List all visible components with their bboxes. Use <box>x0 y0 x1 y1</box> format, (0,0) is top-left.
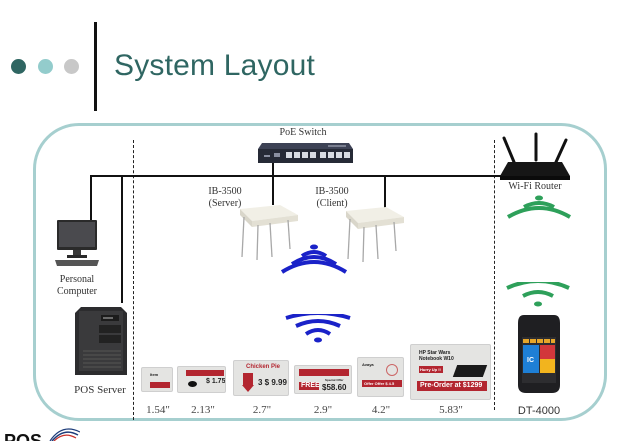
esl-tag-5-83: HP Star Wars Notebook W10 Hurry Up !! Pr… <box>410 344 491 400</box>
esl-2-9-special: Special Offer <box>325 378 344 382</box>
esl-5-83-preorder: Pre-Order at $1299 <box>420 382 483 389</box>
esl-size-4-2: 4.2" <box>371 404 391 416</box>
svg-text:IC: IC <box>527 357 534 364</box>
bullet-dot-2 <box>38 59 53 74</box>
diagram-frame <box>33 123 607 421</box>
wifi-router-icon <box>500 132 570 182</box>
pos-server-label: POS Server <box>74 384 126 396</box>
poe-switch-label: PoE Switch <box>279 127 327 138</box>
esl-5-83-badge: Hurry Up !! <box>420 367 441 372</box>
esl-tag-2-7: Chicken Pie 3 $ 9.99 <box>233 360 289 396</box>
esl-tag-4-2: Avaya Offer Offer $ 4.5 <box>357 357 404 397</box>
personal-computer-label: Personal Computer <box>42 274 112 298</box>
company-logo-icon: POS <box>0 425 80 441</box>
esl-5-83-product-line2: Notebook W10 <box>419 356 454 362</box>
page-title: System Layout <box>114 49 316 82</box>
wire-ap-server <box>272 163 274 205</box>
esl-size-5-83: 5.83" <box>439 404 463 416</box>
esl-size-2-13: 2.13" <box>191 404 215 416</box>
esl-2-7-price: 3 $ 9.99 <box>258 378 287 387</box>
personal-computer-label-line1: Personal <box>59 274 95 285</box>
esl-size-2-9: 2.9" <box>313 404 333 416</box>
esl-tag-2-9: FREE Special Offer $58.60 <box>294 365 352 394</box>
ap-server-role: (Server) <box>208 198 242 209</box>
desktop-computer-icon <box>55 220 99 266</box>
handheld-terminal-icon: IC <box>518 315 560 393</box>
network-switch-icon <box>258 141 353 165</box>
esl-2-7-headline: Chicken Pie <box>246 364 281 370</box>
access-point-server-icon <box>230 205 298 261</box>
esl-2-9-badge: FREE <box>301 382 320 389</box>
esl-tag-1-54: Item <box>141 367 173 392</box>
wifi-signal-up-icon <box>503 279 573 308</box>
title-divider <box>94 22 97 111</box>
svg-text:POS: POS <box>4 431 42 441</box>
ap-client-role: (Client) <box>316 198 348 209</box>
handheld-label: DT-4000 <box>517 405 561 417</box>
bullet-dot-1 <box>11 59 26 74</box>
ap-client-model: IB-3500 <box>315 186 349 197</box>
access-point-client-icon <box>336 207 404 263</box>
ap-server-label: IB-3500 (Server) <box>195 186 255 210</box>
esl-tag-2-13: $ 1.75 <box>177 366 226 393</box>
wifi-router-label: Wi-Fi Router <box>508 181 562 192</box>
wifi-signal-down-icon <box>504 195 574 221</box>
zone-divider-left <box>133 140 134 420</box>
rf-signal-up-icon <box>282 311 354 344</box>
esl-2-9-price: $58.60 <box>322 383 347 392</box>
ap-server-model: IB-3500 <box>208 186 242 197</box>
network-bus-line <box>90 175 510 177</box>
esl-2-13-price: $ 1.75 <box>206 378 226 385</box>
wire-pos-server <box>121 175 123 303</box>
esl-size-2-7: 2.7" <box>252 404 272 416</box>
ap-client-label: IB-3500 (Client) <box>302 186 362 210</box>
zone-divider-right <box>494 140 495 410</box>
personal-computer-label-line2: Computer <box>57 286 97 297</box>
bullet-dot-3 <box>64 59 79 74</box>
wire-pc <box>90 175 92 223</box>
tower-server-icon <box>75 307 127 375</box>
rf-signal-down-icon <box>278 244 350 276</box>
esl-size-1-54: 1.54" <box>146 404 170 416</box>
esl-5-83-product-line1: HP Star Wars <box>419 350 451 356</box>
wire-ap-client <box>384 175 386 209</box>
esl-4-2-offer: Offer Offer $ 4.5 <box>364 381 395 386</box>
